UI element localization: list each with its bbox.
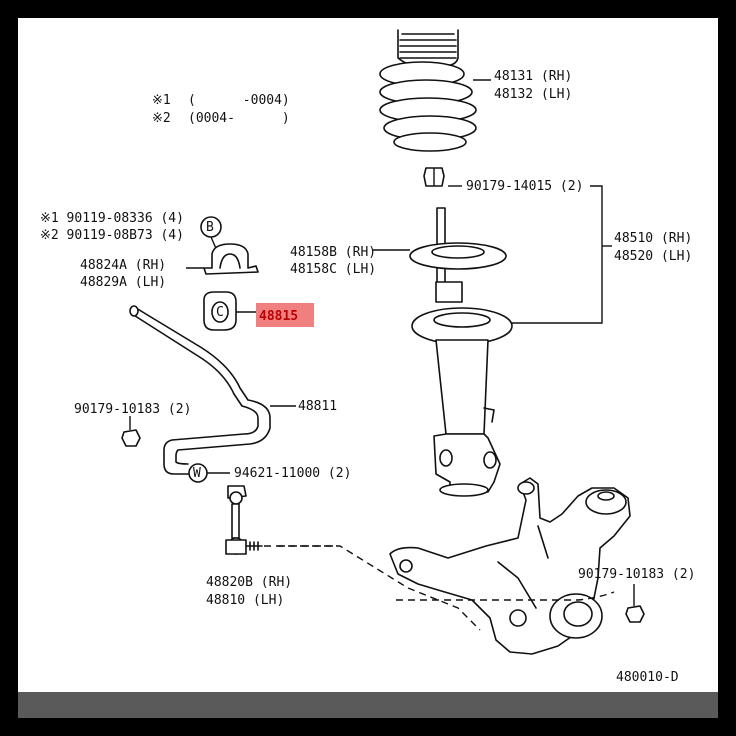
marker-c: C [216,305,224,320]
label-bolt-2: ※2 90119-08B73 (4) [40,228,184,243]
label-bushing: 48815 [259,309,298,324]
label-link-lh: 48810 (LH) [206,593,284,608]
label-strut-lh: 48520 (LH) [614,249,692,264]
nut-left [121,429,141,447]
bottom-bar [18,692,718,718]
label-bracket-rh: 48824A (RH) [80,258,166,273]
marker-b: B [206,220,214,235]
label-nut-top: 90179-14015 (2) [466,179,583,194]
label-stabilizer-bar: 48811 [298,399,337,414]
legend-mark-1: ※1 [152,93,171,108]
label-seat-lh: 48158C (LH) [290,262,376,277]
legend-mark-2: ※2 [152,111,171,126]
diagram-code: 480010-D [616,670,679,685]
label-nut-left: 90179-10183 (2) [74,402,191,417]
legend-range-1: ( -0004) [188,93,290,108]
stabilizer-link [225,485,263,555]
coil-spring [379,29,477,152]
label-bracket-lh: 48829A (LH) [80,275,166,290]
label-link-rh: 48820B (RH) [206,575,292,590]
label-bolt-1: ※1 90119-08336 (4) [40,211,184,226]
bushing: C [203,291,237,331]
nut-right [625,605,645,623]
marker-w: W [193,466,201,481]
label-nut-right: 90179-10183 (2) [578,567,695,582]
label-w-part: 94621-11000 (2) [234,466,351,481]
label-spring-rh: 48131 (RH) [494,69,572,84]
label-strut-rh: 48510 (RH) [614,231,692,246]
label-spring-lh: 48132 (LH) [494,87,572,102]
legend-range-2: (0004- ) [188,111,290,126]
steering-knuckle [389,477,631,655]
part-highlight [256,303,314,327]
strut-assembly [409,207,513,497]
stabilizer-bar [129,305,271,475]
nut-top [423,167,445,187]
bracket [203,243,259,275]
diagram-svg: ※1 ( -0004) ※2 (0004- ) 48131 (RH) 48132… [40,29,695,685]
parts-diagram: ※1 ( -0004) ※2 (0004- ) 48131 (RH) 48132… [18,18,718,692]
label-seat-rh: 48158B (RH) [290,245,376,260]
